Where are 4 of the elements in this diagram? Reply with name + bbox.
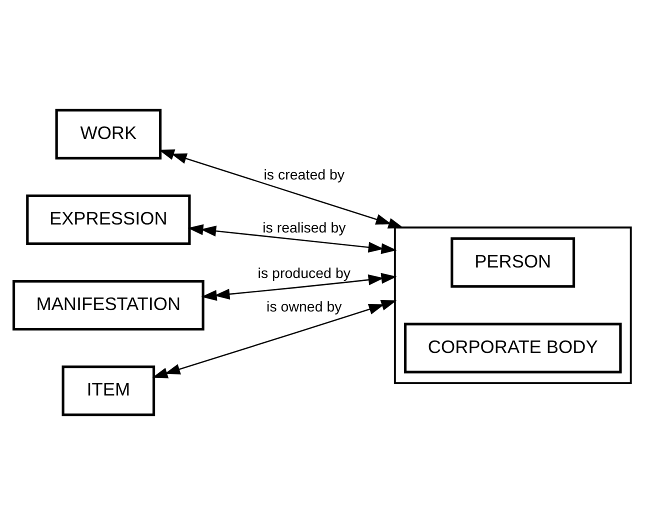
- edge-label: is produced by: [258, 266, 351, 282]
- edge-label: is created by: [264, 167, 345, 184]
- edge-label: is owned by: [266, 300, 342, 316]
- edge-label: is realised by: [262, 220, 346, 236]
